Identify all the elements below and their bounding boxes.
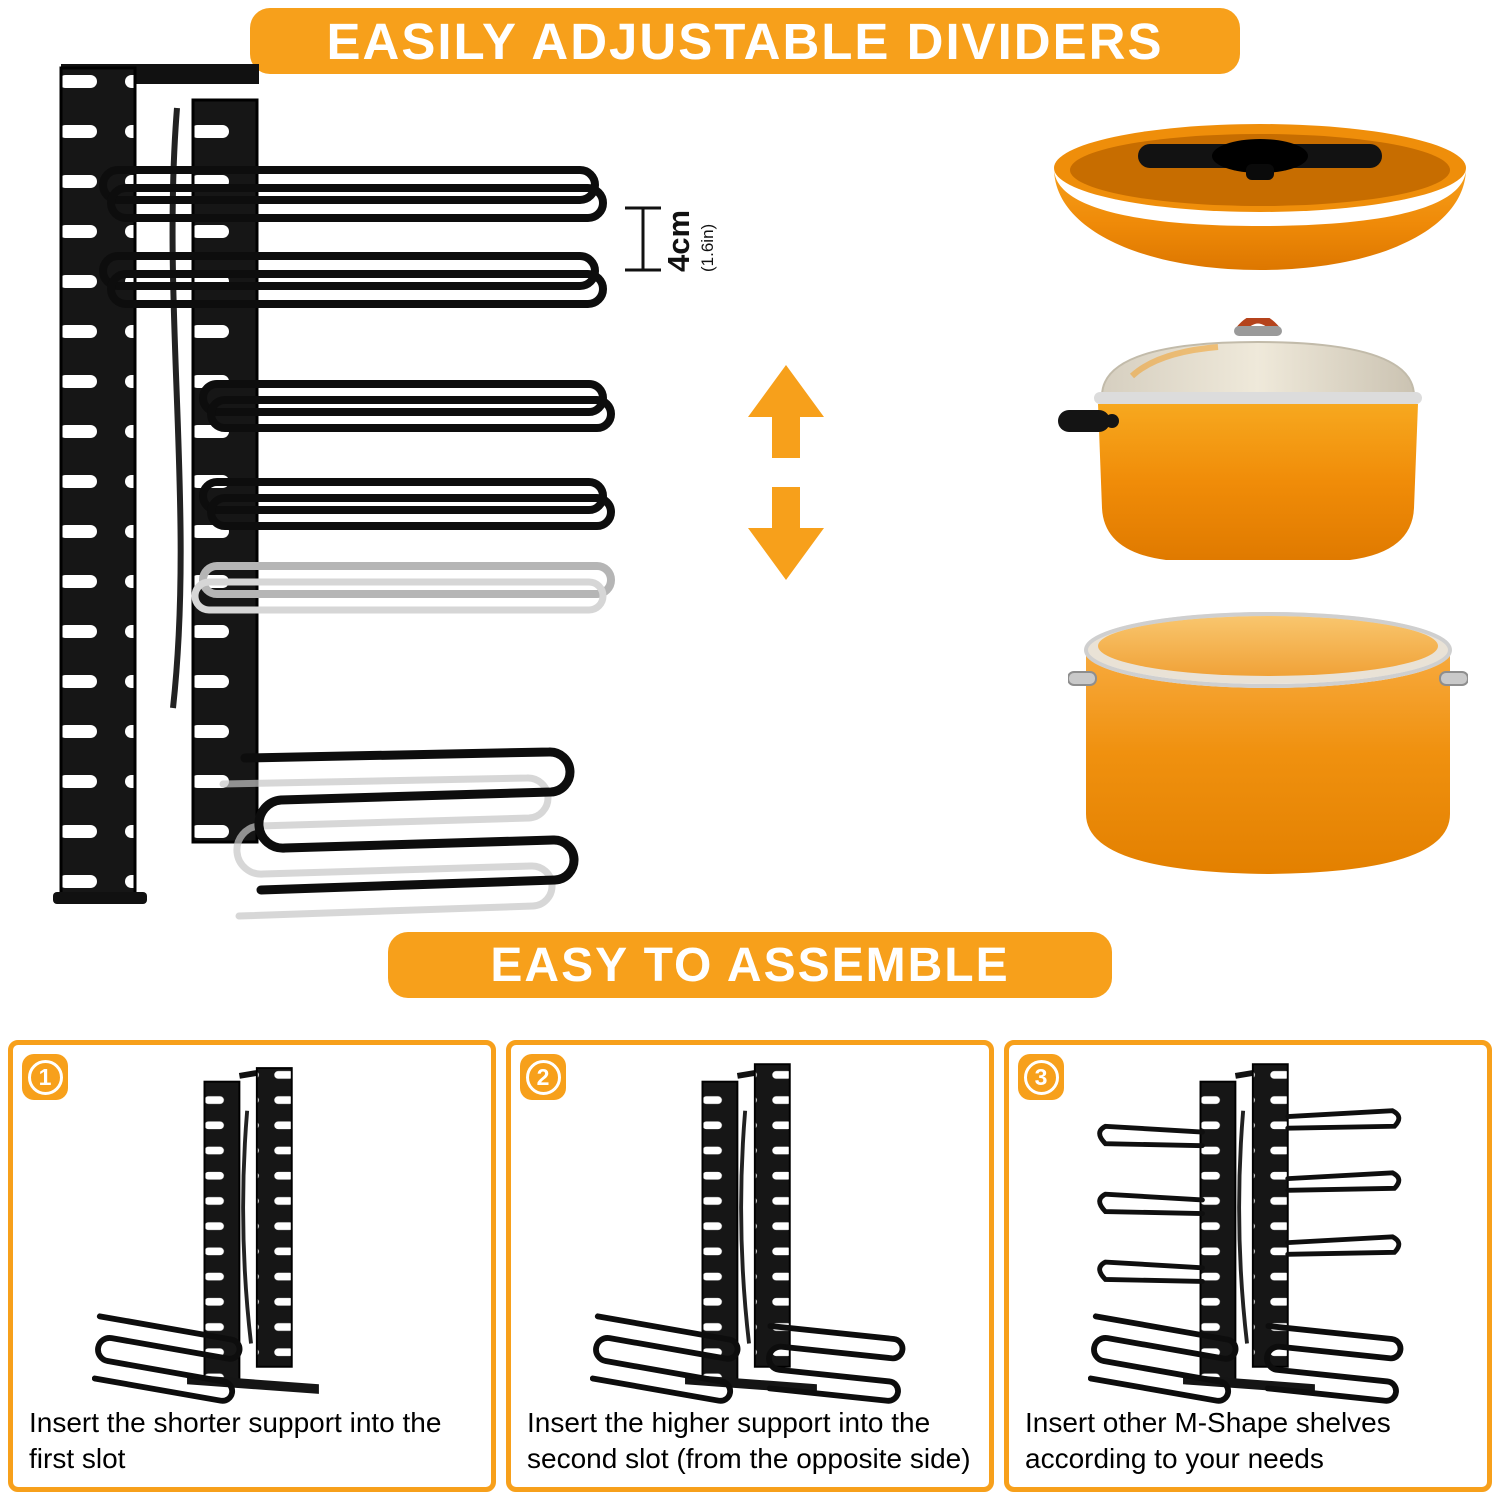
rack-dividers xyxy=(99,166,615,530)
step-3-shelves xyxy=(1097,1108,1402,1284)
step-number: 3 xyxy=(1023,1059,1059,1095)
step-caption: Insert the higher support into the secon… xyxy=(527,1407,971,1475)
step-panel-2: 2 Insert the higher support into the sec… xyxy=(506,1040,994,1492)
step-2-illustration xyxy=(590,1063,906,1404)
step-number: 2 xyxy=(525,1059,561,1095)
header-banner-label: EASILY ADJUSTABLE DIVIDERS xyxy=(326,12,1164,70)
step-number: 1 xyxy=(27,1059,63,1095)
step-number-badge: 1 xyxy=(22,1054,68,1100)
step-3-illustration xyxy=(1088,1063,1404,1404)
step-caption: Insert other M-Shape shelves according t… xyxy=(1025,1407,1391,1475)
step-panel-1: 1 Insert the shorter support into the fi… xyxy=(8,1040,496,1492)
rack-ghost-divider xyxy=(191,562,615,614)
measurement-value: 4cm xyxy=(661,210,696,272)
up-down-arrow-icon xyxy=(748,365,824,580)
measurement-unit: (1.6in) xyxy=(698,224,717,272)
stockpot-illustration xyxy=(1068,612,1468,874)
step-caption: Insert the shorter support into the firs… xyxy=(29,1407,442,1475)
step-panel-3: 3 xyxy=(1004,1040,1492,1492)
assemble-banner: EASY TO ASSEMBLE xyxy=(388,932,1112,998)
stockpot-body xyxy=(1086,652,1450,874)
pot-handle xyxy=(1058,410,1119,432)
pan-illustration xyxy=(1054,124,1466,270)
pot-illustration xyxy=(1058,318,1422,560)
rack-right-rail xyxy=(191,98,259,844)
main-rack-illustration: 4cm (1.6in) xyxy=(53,64,717,920)
measurement-annotation xyxy=(625,206,661,272)
rack-base-wire-shadow xyxy=(219,774,556,920)
rack-foot xyxy=(53,892,147,904)
pot-body xyxy=(1098,404,1418,560)
pot-glass-lid xyxy=(1100,340,1416,397)
stockpot-handles xyxy=(1068,671,1468,686)
header-banner: EASILY ADJUSTABLE DIVIDERS xyxy=(250,8,1240,74)
pan-handle xyxy=(1138,139,1382,180)
rack-left-rail xyxy=(59,66,137,898)
step-number-badge: 3 xyxy=(1018,1054,1064,1100)
step-1-illustration xyxy=(92,1067,319,1404)
step-number-badge: 2 xyxy=(520,1054,566,1100)
assembly-steps: 1 Insert the shorter support into the fi… xyxy=(8,1040,1492,1492)
rack-base-wire xyxy=(240,747,579,895)
assemble-banner-label: EASY TO ASSEMBLE xyxy=(490,938,1010,992)
